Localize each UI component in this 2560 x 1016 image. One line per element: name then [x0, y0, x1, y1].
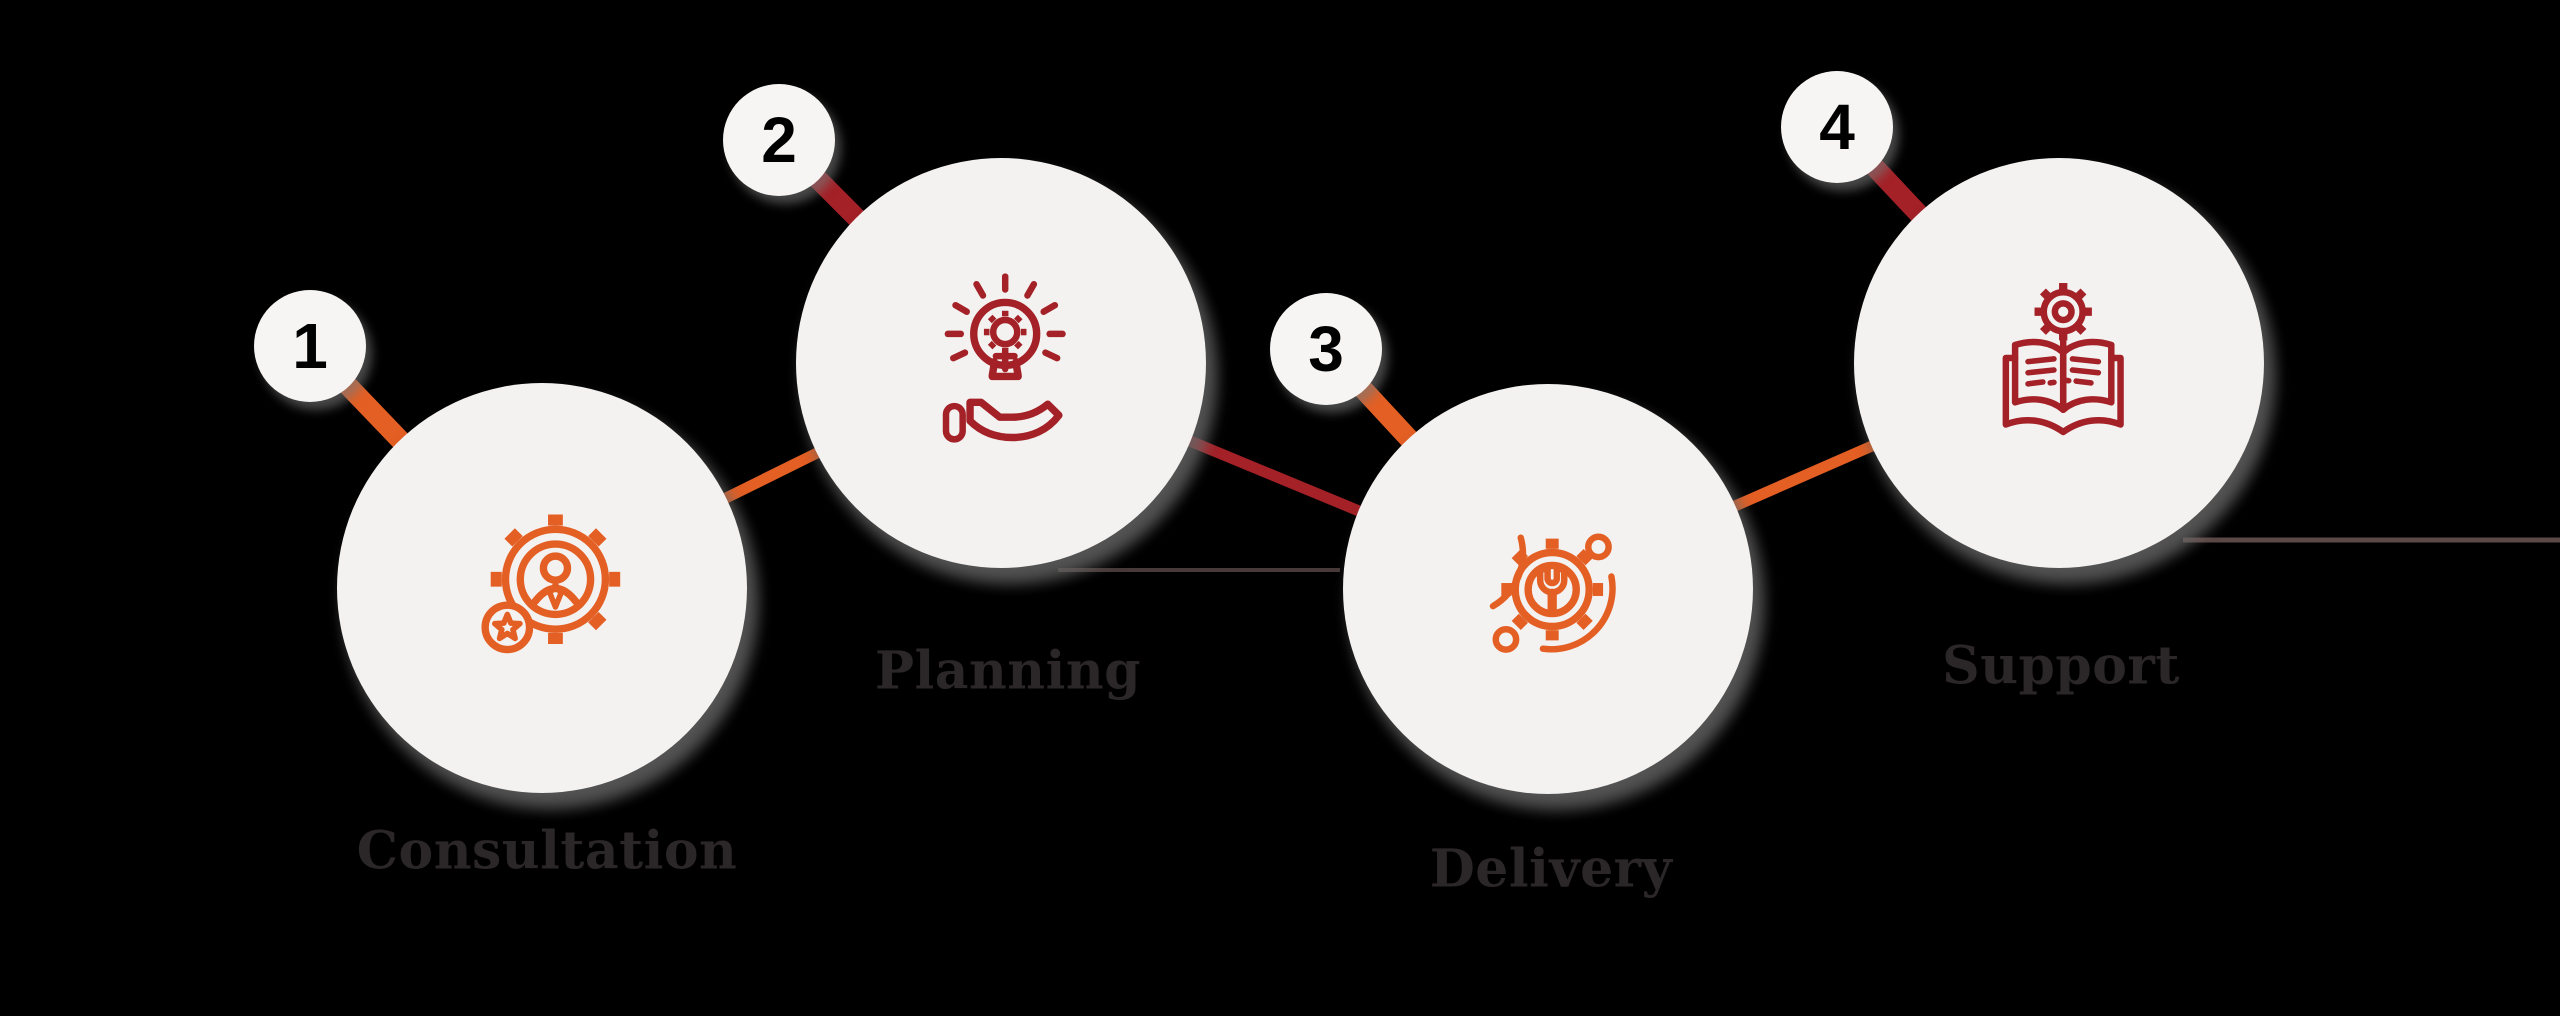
step-2-circle-inner: [796, 158, 1206, 568]
step-4-number: 4: [1819, 91, 1855, 163]
step-4-circle: [1854, 158, 2264, 568]
step-2-badge: 2: [723, 84, 835, 196]
book-gear-icon: [2002, 282, 2124, 435]
connector-3-4: [1729, 440, 1878, 512]
step-1-circle-inner: [337, 383, 747, 793]
step-1-number: 1: [292, 310, 328, 382]
step-1-label: Consultation: [356, 820, 738, 882]
step-3-label: Delivery: [1429, 838, 1673, 900]
connector-2-3: [1184, 435, 1365, 517]
step-1-badge: 1: [254, 290, 366, 402]
step-4-label: Support: [1942, 635, 2180, 697]
lightbulb-gear-hand-icon: [942, 272, 1066, 443]
step-3-badge: 3: [1270, 293, 1382, 405]
step-3-circle-inner: [1343, 384, 1753, 794]
connector-1-2: [720, 447, 823, 504]
gear-wrench-orbit-icon: [1489, 533, 1616, 653]
step-1-circle: [337, 383, 747, 793]
step-4-badge: 4: [1781, 71, 1893, 183]
step-3-number: 3: [1308, 313, 1344, 385]
step-2-circle: [796, 158, 1206, 568]
step-3-circle: [1343, 384, 1753, 794]
step-2-label: Planning: [874, 640, 1142, 702]
step-4-circle-inner: [1854, 158, 2264, 568]
step-2-number: 2: [761, 104, 797, 176]
user-gear-star-icon: [480, 514, 620, 653]
